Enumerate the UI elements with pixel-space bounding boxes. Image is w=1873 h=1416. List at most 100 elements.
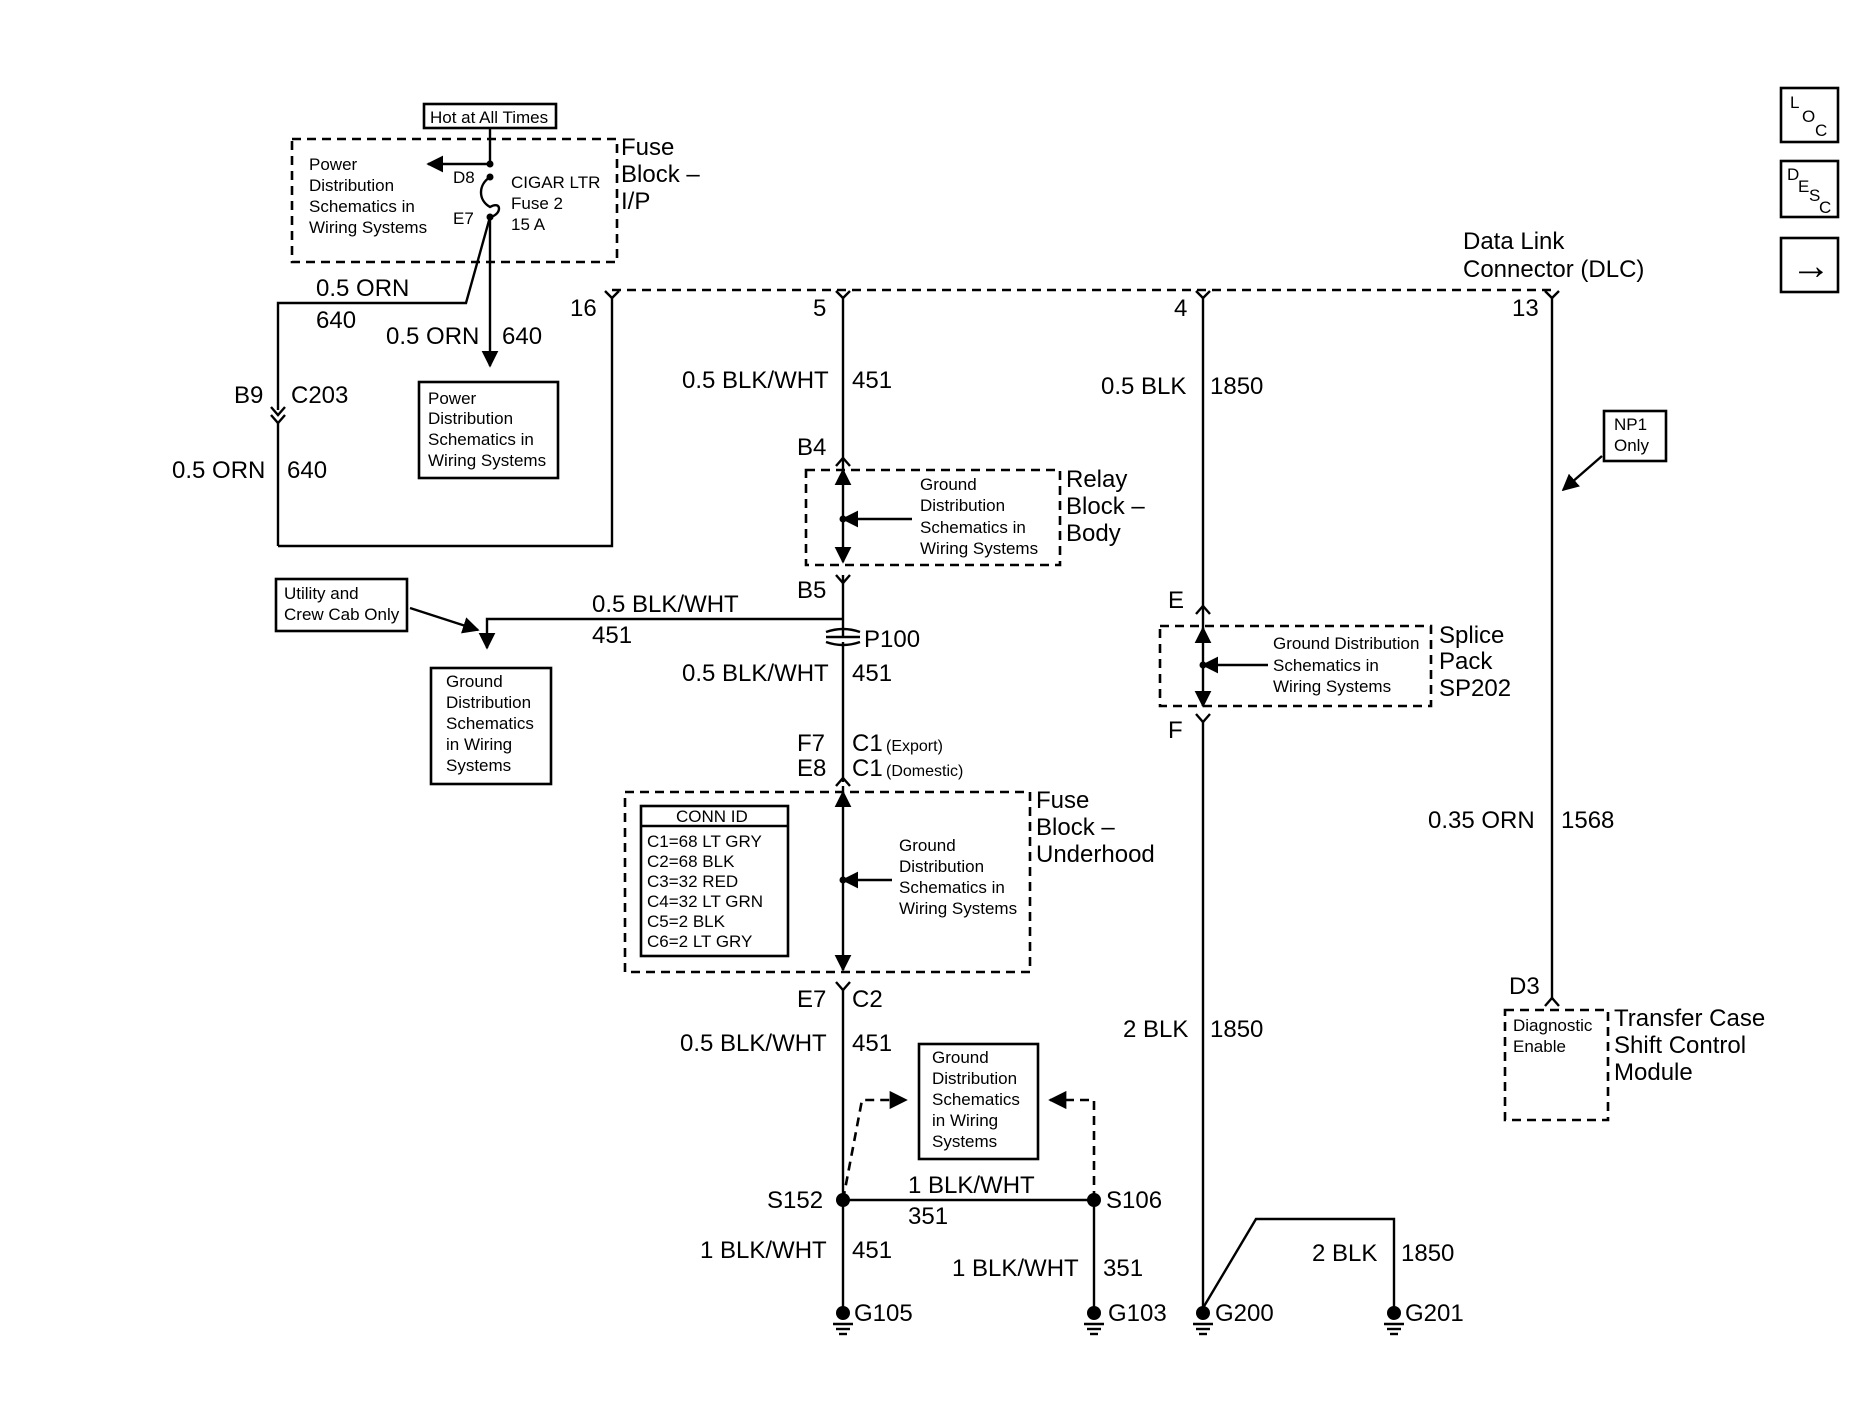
svg-text:15 A: 15 A — [511, 215, 546, 234]
arrow-right-icon: → — [1791, 244, 1831, 288]
svg-text:Wiring Systems: Wiring Systems — [428, 451, 546, 470]
svg-text:Module: Module — [1614, 1059, 1693, 1086]
ground-g105: G105 — [833, 1300, 913, 1336]
ground-g200: G200 — [1193, 1300, 1274, 1336]
wire-color-orn-right: 0.35 ORN — [1428, 807, 1535, 834]
svg-text:Power: Power — [309, 155, 358, 174]
svg-text:Hot at All Times: Hot at All Times — [430, 108, 548, 127]
svg-text:5: 5 — [813, 295, 826, 322]
svg-text:Diagnostic: Diagnostic — [1513, 1016, 1593, 1035]
svg-text:Schematics: Schematics — [446, 714, 534, 733]
circuit-number-bw-low: 451 — [852, 1030, 892, 1057]
connector-c203: B9 C203 — [234, 382, 348, 425]
svg-text:Ground: Ground — [932, 1048, 989, 1067]
circuit-number-bw-mid: 451 — [852, 660, 892, 687]
circuit-number-bw-s: 351 — [908, 1203, 948, 1230]
svg-text:C2: C2 — [852, 986, 883, 1013]
svg-text:Fuse: Fuse — [1036, 787, 1089, 814]
svg-text:Power: Power — [428, 389, 477, 408]
svg-text:Ground: Ground — [920, 475, 977, 494]
svg-text:C1=68 LT GRY: C1=68 LT GRY — [647, 832, 762, 851]
wire-color-blk-top: 0.5 BLK — [1101, 373, 1186, 400]
svg-text:Enable: Enable — [1513, 1037, 1566, 1056]
svg-text:L: L — [1790, 93, 1799, 112]
utility-crew-cab-note: Utility and Crew Cab Only — [274, 577, 409, 633]
circuit-number-orn-left-b: 640 — [287, 457, 327, 484]
description-button[interactable]: D E S C — [1779, 159, 1840, 219]
svg-text:E: E — [1798, 177, 1809, 196]
svg-text:G103: G103 — [1108, 1300, 1167, 1327]
svg-text:Wiring Systems: Wiring Systems — [920, 539, 1038, 558]
circuit-number-bw-top: 451 — [852, 367, 892, 394]
svg-text:Schematics in: Schematics in — [428, 430, 534, 449]
svg-text:4: 4 — [1174, 295, 1187, 322]
relay-block-body: Relay Block – Body Ground Distribution S… — [797, 434, 1145, 604]
circuit-number-blk-top: 1850 — [1210, 373, 1263, 400]
data-link-connector: Data Link Connector (DLC) 16 5 4 13 — [570, 228, 1644, 322]
wire-color-bw-mid: 0.5 BLK/WHT — [682, 660, 829, 687]
svg-text:B5: B5 — [797, 577, 826, 604]
svg-text:Wiring Systems: Wiring Systems — [1273, 677, 1391, 696]
power-distribution-ref-box: Power Distribution Schematics in Wiring … — [417, 380, 560, 480]
wire-color-bw-g103: 1 BLK/WHT — [952, 1255, 1079, 1282]
svg-text:(Domestic): (Domestic) — [886, 763, 963, 780]
svg-text:C3=32 RED: C3=32 RED — [647, 872, 738, 891]
svg-text:Body: Body — [1066, 520, 1121, 547]
svg-text:Pack: Pack — [1439, 648, 1493, 675]
svg-text:Distribution: Distribution — [932, 1069, 1017, 1088]
svg-text:D: D — [1787, 165, 1799, 184]
svg-text:C4=32 LT GRN: C4=32 LT GRN — [647, 892, 763, 911]
svg-text:Distribution: Distribution — [920, 496, 1005, 515]
wire-color-bw-g105: 1 BLK/WHT — [700, 1237, 827, 1264]
svg-text:Ground Distribution: Ground Distribution — [1273, 634, 1419, 653]
svg-text:Block –: Block – — [1066, 493, 1145, 520]
svg-text:Schematics in: Schematics in — [899, 878, 1005, 897]
next-page-button[interactable]: → — [1779, 236, 1840, 294]
splice-s106-label: S106 — [1106, 1187, 1162, 1214]
svg-text:CIGAR LTR: CIGAR LTR — [511, 173, 600, 192]
connector-c1: F7 E8 C1 (Export) C1 (Domestic) — [797, 730, 963, 787]
svg-text:Fuse: Fuse — [621, 134, 674, 161]
svg-text:NP1: NP1 — [1614, 415, 1647, 434]
svg-text:C1: C1 — [852, 755, 883, 782]
wire-color-orn-left-b: 0.5 ORN — [172, 457, 265, 484]
circuit-number-blk-g201: 1850 — [1401, 1240, 1454, 1267]
svg-text:Distribution: Distribution — [899, 857, 984, 876]
svg-text:G201: G201 — [1405, 1300, 1464, 1327]
wire-color-bw-low: 0.5 BLK/WHT — [680, 1030, 827, 1057]
svg-text:(Export): (Export) — [886, 738, 943, 755]
svg-text:16: 16 — [570, 295, 597, 322]
svg-text:C5=2 BLK: C5=2 BLK — [647, 912, 726, 931]
svg-text:G200: G200 — [1215, 1300, 1274, 1327]
svg-text:F7: F7 — [797, 730, 825, 757]
svg-text:Systems: Systems — [446, 756, 511, 775]
svg-text:Distribution: Distribution — [446, 693, 531, 712]
connector-c2: E7 C2 — [797, 981, 883, 1013]
svg-text:Wiring Systems: Wiring Systems — [309, 218, 427, 237]
svg-text:C1: C1 — [852, 730, 883, 757]
circuit-number-blk-2: 1850 — [1210, 1016, 1263, 1043]
svg-text:Schematics in: Schematics in — [1273, 656, 1379, 675]
svg-text:E: E — [1168, 587, 1184, 614]
svg-text:B4: B4 — [797, 434, 826, 461]
location-button[interactable]: L O C — [1779, 86, 1840, 144]
svg-text:Wiring Systems: Wiring Systems — [899, 899, 1017, 918]
wire-color-orn-mid: 0.5 ORN — [386, 323, 479, 350]
ground-g103: G103 — [1084, 1300, 1167, 1336]
svg-text:Splice: Splice — [1439, 622, 1504, 649]
svg-text:B9: B9 — [234, 382, 263, 409]
splice-s152-label: S152 — [767, 1187, 823, 1214]
svg-text:Shift Control: Shift Control — [1614, 1032, 1746, 1059]
svg-text:in Wiring: in Wiring — [932, 1111, 998, 1130]
svg-text:I/P: I/P — [621, 188, 650, 215]
svg-text:C203: C203 — [291, 382, 348, 409]
svg-text:Data Link: Data Link — [1463, 228, 1565, 255]
svg-text:Distribution: Distribution — [309, 176, 394, 195]
circuit-number-bw-g103: 351 — [1103, 1255, 1143, 1282]
conn-id-table: CONN ID C1=68 LT GRY C2=68 BLK C3=32 RED… — [639, 804, 790, 958]
svg-text:Connector (DLC): Connector (DLC) — [1463, 256, 1644, 283]
svg-text:Fuse 2: Fuse 2 — [511, 194, 563, 213]
svg-text:Transfer Case: Transfer Case — [1614, 1005, 1765, 1032]
svg-text:Relay: Relay — [1066, 466, 1127, 493]
